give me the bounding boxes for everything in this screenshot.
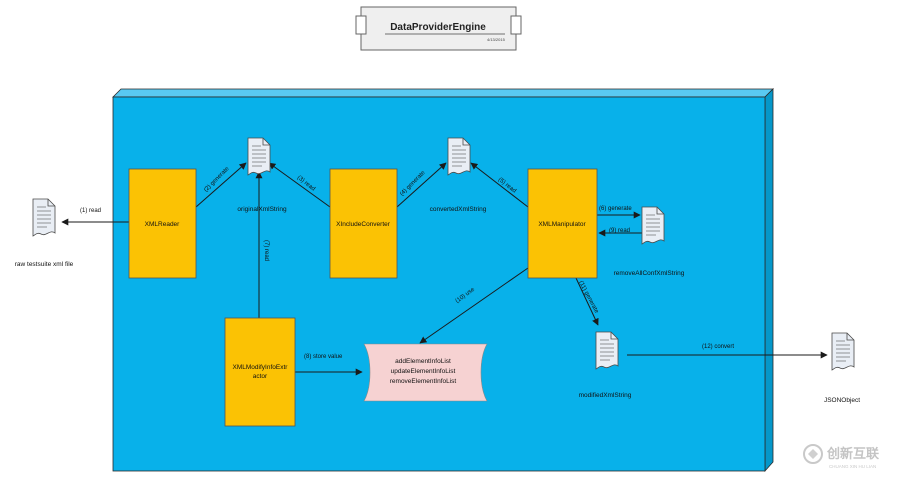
datastore-info-lists: addElementInfoList updateElementInfoList… [363,343,488,402]
connectors [61,162,828,376]
remove-all-conf-label: removeAllConfXmlString [614,270,685,277]
json-object-document-icon [831,332,855,371]
converted-xml-document-icon [447,137,471,176]
edge-10-line [419,267,529,344]
process-xml-reader: XMLReader [128,168,197,279]
component-box: DataProviderEngine 4/13/2015 [355,6,522,51]
converted-xml-label: convertedXmlString [430,206,487,213]
component-port-right [510,15,522,35]
info-list-remove: removeElementInfoList [390,378,457,385]
watermark-subtext: CHUANG XIN HU LIAN [829,464,876,469]
process-xinclude-converter: XIncludeConverter [329,168,398,279]
document-remove-all-conf: removeAllConfXmlString [614,206,685,277]
edge-4-line [396,162,447,208]
edge-3-line [268,162,331,208]
original-xml-label: originalXmlString [237,206,287,213]
json-object-label: JSONObject [824,397,860,404]
process-xml-manipulator-label: XMLManipulator [538,221,586,228]
component-title: DataProviderEngine [390,22,486,33]
edge-8-label: (8) store value [304,354,343,360]
modified-xml-document-icon [595,331,619,370]
watermark-text: 创新互联 [826,446,879,461]
info-list-add: addElementInfoList [395,358,451,365]
original-xml-document-icon [247,137,271,176]
process-modify-extractor-label-2: actor [253,373,268,380]
modified-xml-label: modifiedXmlString [579,392,632,399]
document-converted-xml: convertedXmlString [430,137,487,213]
info-list-update: updateElementInfoList [391,368,456,375]
edge-5-line [470,162,529,208]
engine-panel [112,88,774,473]
edge-12-label: (12) convert [702,344,734,350]
document-json-object: JSONObject [824,332,860,404]
edge-11-line [575,277,599,326]
edge-1-label: (1) read [80,208,101,214]
document-raw-file: raw testsuite xml file [15,198,74,268]
remove-all-conf-document-icon [641,206,665,245]
process-xml-reader-label: XMLReader [145,221,181,228]
edge-6-label: (6) generate [599,206,632,212]
raw-file-label: raw testsuite xml file [15,261,74,268]
edge-7-label: (7) read [263,240,269,261]
edge-9-label: (9) read [609,228,630,234]
edge-2-line [195,162,247,208]
component-date: 4/13/2015 [487,37,506,42]
component-port-left [355,15,367,35]
document-original-xml: originalXmlString [237,137,287,213]
raw-file-document-icon [32,198,56,237]
watermark-logo: 创新互联 CHUANG XIN HU LIAN [803,444,879,469]
process-modify-extractor-label-1: XMLModifyInfoExtr [233,364,289,371]
process-xml-modify-extractor: XMLModifyInfoExtr actor [224,317,296,427]
watermark-logo-icon [803,444,823,464]
document-modified-xml: modifiedXmlString [579,331,632,399]
process-xinclude-label: XIncludeConverter [336,221,391,228]
process-xml-manipulator: XMLManipulator [527,168,598,279]
